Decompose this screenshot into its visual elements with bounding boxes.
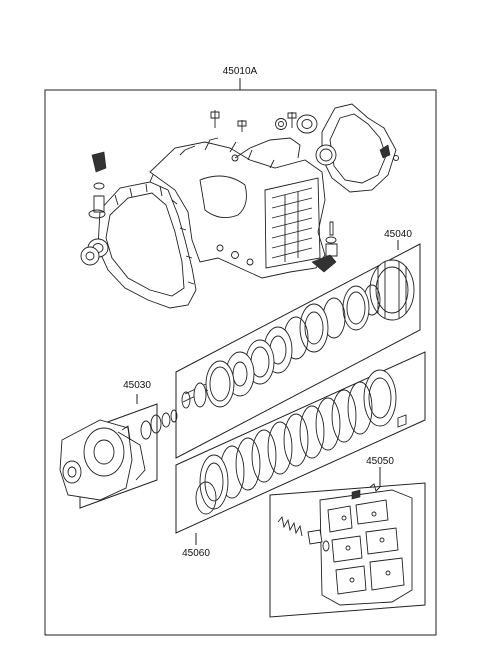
- label-45030[interactable]: 45030: [123, 380, 151, 391]
- label-45050[interactable]: 45050: [366, 456, 394, 467]
- case-seals: [80, 238, 109, 266]
- label-45060[interactable]: 45060: [182, 548, 210, 559]
- speed-sensor: [88, 151, 107, 219]
- label-45040[interactable]: 45040: [384, 229, 412, 240]
- clutch-kit-frame: [175, 243, 421, 459]
- oil-pump: [59, 409, 178, 501]
- shift-lever: [311, 221, 338, 273]
- label-45010a[interactable]: 45010A: [223, 66, 258, 77]
- plate-kit-frame: [175, 351, 426, 534]
- valve-body-frame: [269, 482, 426, 618]
- clutch-plates: [195, 369, 407, 515]
- transmission-case-center: [149, 137, 326, 279]
- case-side-cover: [296, 103, 399, 193]
- assembly-frame: [44, 89, 437, 636]
- case-fittings: [210, 110, 301, 162]
- valve-body: [277, 483, 413, 606]
- clutch-parts: [181, 259, 415, 409]
